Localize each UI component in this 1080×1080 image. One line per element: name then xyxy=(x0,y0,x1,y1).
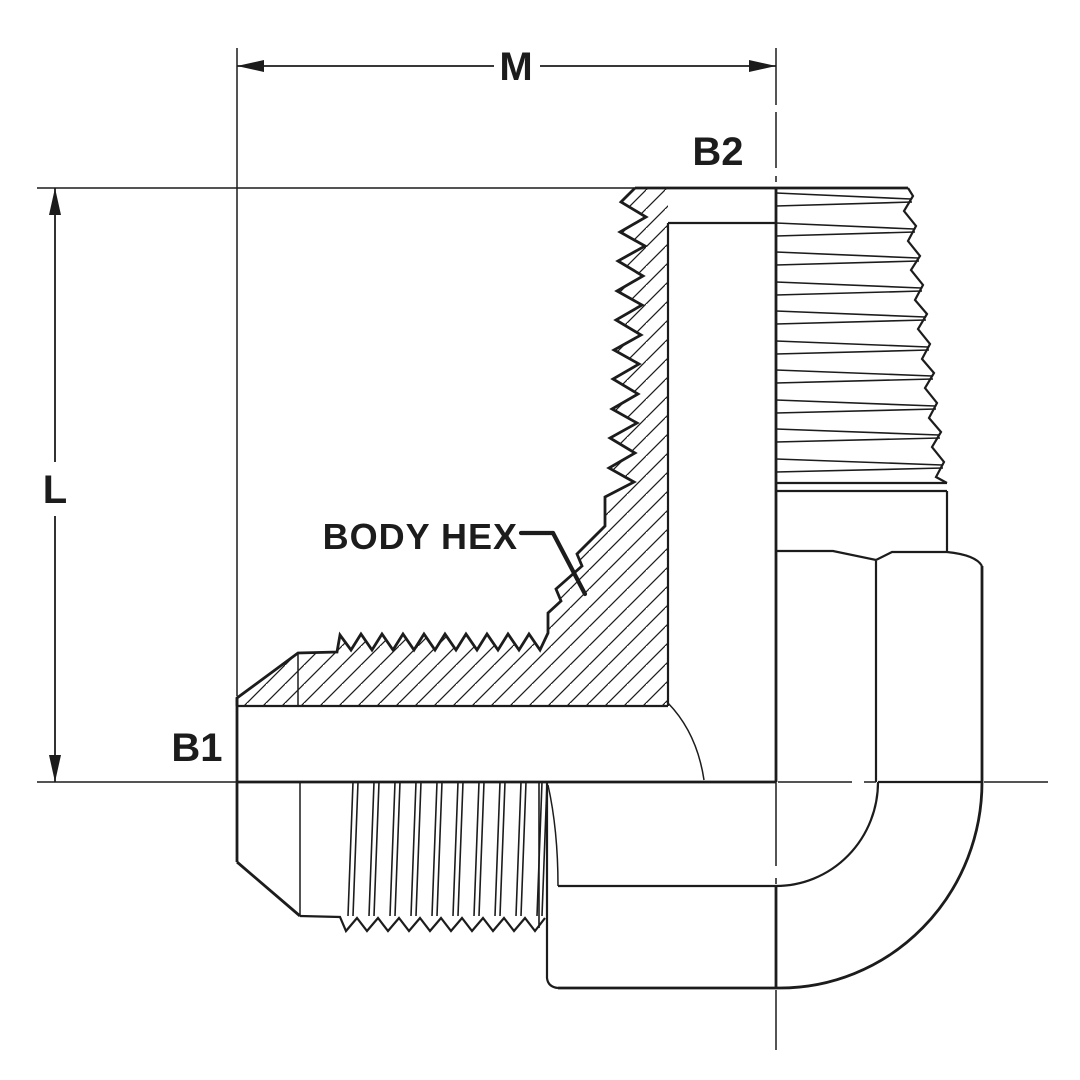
jic-flare-cone xyxy=(236,860,301,918)
body-hex-leader-diagonal xyxy=(550,530,588,597)
jic-thread-lines xyxy=(347,781,548,917)
npt-thread-lines xyxy=(775,192,944,473)
npt-male-thread xyxy=(635,186,949,551)
l-arrow-bottom xyxy=(49,755,61,782)
dim-l-label: L xyxy=(43,468,67,512)
jic-male-thread xyxy=(235,698,559,990)
bore-junction-curve xyxy=(667,702,705,781)
jic-body-edge xyxy=(545,782,559,990)
npt-thread-runout xyxy=(776,481,947,493)
label-b2: B2 xyxy=(692,130,743,174)
body-hex-callout: BODY HEX xyxy=(323,516,588,597)
body-hex-label: BODY HEX xyxy=(323,516,518,557)
section-profile xyxy=(235,187,776,781)
dim-m-label: M xyxy=(499,45,532,89)
label-b1: B1 xyxy=(171,726,222,770)
centerlines xyxy=(775,48,1048,1050)
section-hatch xyxy=(237,188,668,706)
m-arrow-left xyxy=(237,60,264,72)
inner-bend-fillet xyxy=(775,781,880,888)
hex-top-face xyxy=(776,549,983,567)
m-arrow-right xyxy=(749,60,776,72)
elbow-body xyxy=(237,188,984,990)
l-arrow-top xyxy=(49,188,61,215)
jic-runout-curve xyxy=(547,784,559,887)
outer-bend-fillet xyxy=(779,781,984,990)
dimension-m: M xyxy=(236,45,776,696)
dimension-l: L xyxy=(37,187,635,783)
